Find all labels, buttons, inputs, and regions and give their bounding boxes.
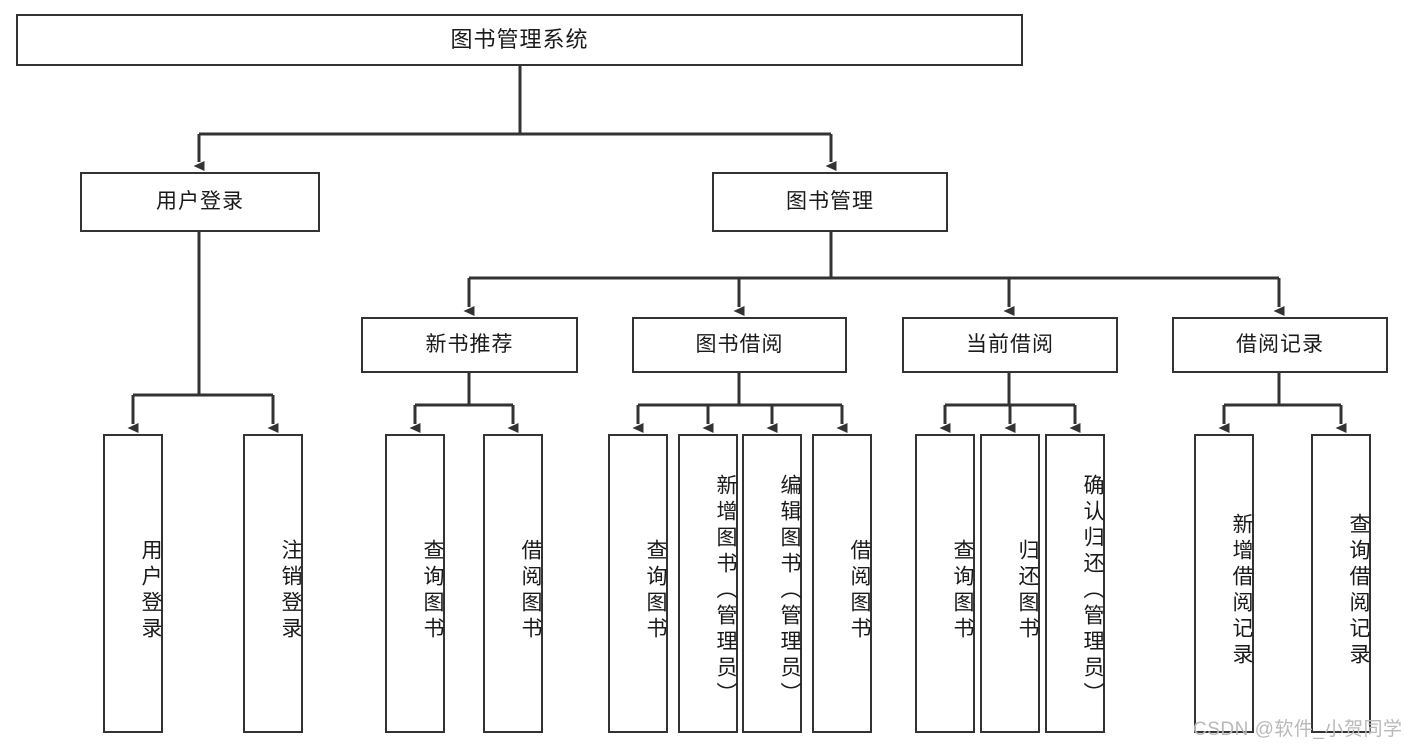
leaf-logout[interactable]: 注销登录 (243, 434, 303, 733)
leaf-confirm-return[interactable]: 确认归还（管理员） (1045, 434, 1105, 733)
leaf-query-book-current[interactable]: 查询图书 (915, 434, 975, 733)
leaf-user-login[interactable]: 用户登录 (103, 434, 163, 733)
node-book-borrow[interactable]: 图书借阅 (632, 317, 847, 373)
leaf-add-borrow-record[interactable]: 新增借阅记录 (1194, 434, 1254, 733)
node-book-management[interactable]: 图书管理 (712, 172, 948, 232)
csdn-watermark: CSDN @软件_小贺同学 (1193, 719, 1403, 740)
leaf-query-book-recommend[interactable]: 查询图书 (385, 434, 445, 733)
leaf-borrow-book[interactable]: 借阅图书 (812, 434, 872, 733)
leaf-edit-book[interactable]: 编辑图书（管理员） (742, 434, 802, 733)
node-user-login[interactable]: 用户登录 (80, 172, 320, 232)
leaf-query-book-borrow[interactable]: 查询图书 (608, 434, 668, 733)
leaf-add-book[interactable]: 新增图书（管理员） (678, 434, 738, 733)
leaf-borrow-book-recommend[interactable]: 借阅图书 (483, 434, 543, 733)
leaf-query-borrow-record[interactable]: 查询借阅记录 (1311, 434, 1371, 733)
node-new-book-recommend[interactable]: 新书推荐 (361, 317, 578, 373)
node-borrow-record[interactable]: 借阅记录 (1172, 317, 1388, 373)
leaf-return-book[interactable]: 归还图书 (980, 434, 1040, 733)
node-root[interactable]: 图书管理系统 (16, 14, 1023, 66)
node-current-borrow[interactable]: 当前借阅 (902, 317, 1118, 373)
